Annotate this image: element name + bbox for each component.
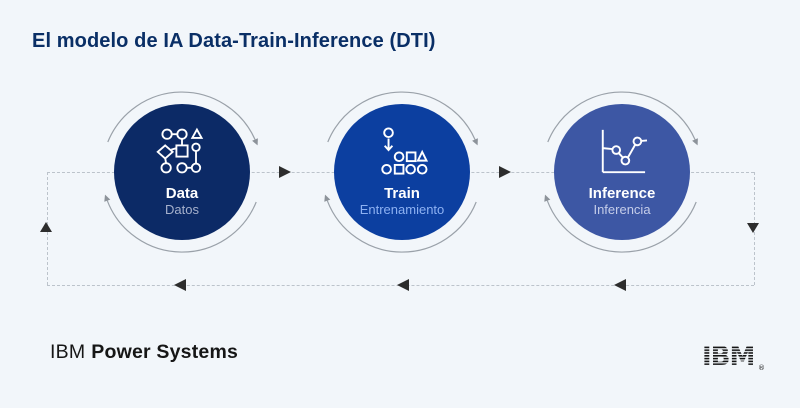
node-label: Train: [384, 184, 420, 202]
data-scatter-icon: [156, 127, 204, 174]
node-label: Data: [165, 184, 199, 202]
page-title: El modelo de IA Data-Train-Inference (DT…: [32, 30, 436, 52]
brand-name: Power Systems: [91, 341, 239, 363]
inference-chart-icon: [601, 129, 648, 173]
node-sublabel: Datos: [165, 202, 199, 217]
node-sublabel: Inferencia: [593, 202, 651, 217]
flow-arrow-left-icon: [174, 279, 186, 291]
rotation-arc-icon: [104, 91, 258, 253]
node-sublabel: Entrenamiento: [359, 202, 445, 217]
ibm-logo-registered-mark: ®: [758, 364, 765, 372]
brand-prefix: IBM: [50, 341, 86, 363]
flow-arrow-down-icon: [747, 223, 759, 233]
node-label: Inference: [588, 184, 656, 202]
flow-arrow-right-icon: [499, 166, 511, 178]
rotation-arc-icon: [324, 91, 478, 253]
node-data: Data Datos: [114, 104, 250, 240]
flow-arrow-right-icon: [279, 166, 291, 178]
train-shapes-icon: [381, 127, 429, 175]
ibm-logo-icon: IBM ®: [702, 342, 765, 372]
flow-arrow-up-icon: [40, 222, 52, 232]
node-inference: Inference Inferencia: [554, 104, 690, 240]
rotation-arc-icon: [544, 91, 698, 253]
flow-arrow-left-icon: [397, 279, 409, 291]
node-train: Train Entrenamiento: [334, 104, 470, 240]
ibm-logo-text: IBM: [702, 342, 754, 372]
flow-arrow-left-icon: [614, 279, 626, 291]
